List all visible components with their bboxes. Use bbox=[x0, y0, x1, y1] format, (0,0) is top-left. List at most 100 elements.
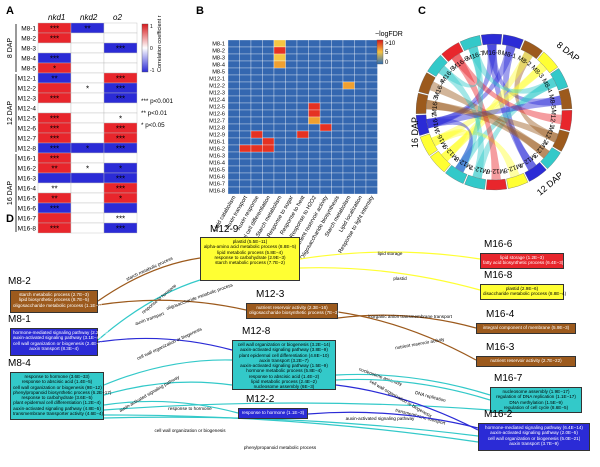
enrich-cell bbox=[365, 81, 378, 90]
corr-cell bbox=[37, 212, 72, 224]
edge-line bbox=[103, 416, 479, 437]
enrich-cell bbox=[342, 144, 355, 153]
chord-segment-M16-8 bbox=[481, 33, 503, 46]
enrich-cell bbox=[239, 81, 252, 90]
enrich-row-label-M8-1: M8-1 bbox=[212, 42, 225, 48]
enrich-cell bbox=[342, 123, 355, 132]
edge-label: inorganic anion transmembrane transport bbox=[368, 314, 453, 319]
node-title-M8-2: M8-2 bbox=[8, 276, 31, 287]
enrich-cell bbox=[342, 179, 355, 188]
go-term: disaccharide metabolic process (8.8E−4) bbox=[483, 291, 567, 297]
enrich-row-label-M16-1: M16-1 bbox=[209, 140, 225, 146]
enrich-cell bbox=[239, 151, 252, 160]
row-label-M12-3: M12-3 bbox=[18, 96, 37, 103]
row-label-M8-5: M8-5 bbox=[21, 66, 36, 73]
edge-label: phenylpropanoid metabolic process bbox=[244, 445, 317, 450]
enrich-cell bbox=[308, 151, 321, 160]
edge-line bbox=[103, 402, 491, 411]
enrich-cell bbox=[250, 158, 263, 167]
node-title-M16-4: M16-4 bbox=[486, 309, 515, 320]
enrich-cell bbox=[239, 53, 252, 62]
enrich-cell bbox=[227, 186, 240, 195]
corr-cell bbox=[103, 222, 138, 234]
enrich-cell bbox=[365, 46, 378, 55]
enrich-cell bbox=[354, 95, 367, 104]
enrich-cell bbox=[285, 158, 298, 167]
enrich-cell bbox=[273, 116, 286, 125]
significance-stars: *** bbox=[50, 225, 59, 234]
enrich-cell bbox=[308, 81, 321, 90]
enrich-cell bbox=[250, 67, 263, 76]
enrich-cell bbox=[331, 165, 344, 174]
chord-label-M16-3: M16-3 bbox=[431, 96, 440, 115]
enrich-cell bbox=[365, 158, 378, 167]
enrich-cell bbox=[365, 67, 378, 76]
significance-stars: *** bbox=[116, 45, 125, 54]
significance-stars: *** bbox=[116, 125, 125, 134]
node-title-M8-1: M8-1 bbox=[8, 314, 31, 325]
enrich-cell bbox=[331, 53, 344, 62]
enrich-cell bbox=[262, 67, 275, 76]
row-label-M8-4: M8-4 bbox=[21, 56, 36, 63]
enrich-cell bbox=[227, 102, 240, 111]
chord-link bbox=[451, 53, 501, 180]
enrich-cell bbox=[262, 130, 275, 139]
module-node-M16-4: integral component of membrane (5.9E−3) bbox=[476, 323, 576, 334]
row-label-M12-6: M12-6 bbox=[18, 126, 37, 133]
module-node-M12-8: cell wall organization or biogenesis (3.… bbox=[232, 340, 336, 390]
enrich-cell bbox=[227, 158, 240, 167]
enrich-cell bbox=[273, 151, 286, 160]
chord-link bbox=[487, 44, 537, 171]
enrich-cell bbox=[239, 60, 252, 69]
enrich-cell bbox=[354, 81, 367, 90]
enrich-row-label-M8-4: M8-4 bbox=[212, 63, 225, 69]
edge-label: cell wall organization or biogenesis bbox=[155, 428, 227, 433]
enrich-cell bbox=[342, 53, 355, 62]
enrich-cell bbox=[331, 95, 344, 104]
enrich-cell bbox=[227, 165, 240, 174]
legend-p001: *** p<0.001 bbox=[141, 98, 174, 105]
go-term: response to carbohydrate (3.6E−5) bbox=[21, 395, 93, 401]
enrich-cell bbox=[308, 186, 321, 195]
go-term: alpha-amino acid metabolic process (8.8E… bbox=[203, 244, 297, 250]
enrich-cell bbox=[296, 165, 309, 174]
module-node-M16-3: nutrient reservoir activity (2.7E−22) bbox=[476, 356, 576, 367]
enrich-cell bbox=[365, 53, 378, 62]
chord-segment-M16-1 bbox=[419, 133, 438, 156]
go-term: lipid metabolic process (5.8E−4) bbox=[217, 249, 283, 255]
enrich-cell bbox=[262, 186, 275, 195]
enrich-cell bbox=[273, 74, 286, 83]
enrich-cell bbox=[285, 67, 298, 76]
enrich-cell bbox=[227, 151, 240, 160]
enrich-cell bbox=[342, 74, 355, 83]
corr-cell bbox=[37, 42, 72, 54]
enrich-cell bbox=[331, 116, 344, 125]
enrich-cell bbox=[262, 116, 275, 125]
enrich-cell bbox=[308, 130, 321, 139]
enrich-cell bbox=[285, 53, 298, 62]
significance-stars: ** bbox=[51, 195, 57, 204]
chord-link bbox=[472, 77, 557, 179]
corr-cell bbox=[70, 32, 105, 44]
chord-label-M12-1: M12-1 bbox=[548, 109, 557, 128]
enrich-cell bbox=[273, 109, 286, 118]
enrich-cell bbox=[285, 130, 298, 139]
go-term: phenylpropanoid biosynthetic process (6.… bbox=[13, 389, 112, 395]
go-term: DNA methylation (1.5E−9) bbox=[509, 399, 563, 405]
node-title-M16-8: M16-8 bbox=[484, 270, 513, 281]
enrich-cell bbox=[250, 60, 263, 69]
enrich-cell bbox=[227, 67, 240, 76]
enrich-cell bbox=[319, 158, 332, 167]
enrich-row-label-M16-2: M16-2 bbox=[209, 147, 225, 153]
corr-cell bbox=[70, 122, 105, 134]
go-term: auxin transport (3.7E−9) bbox=[509, 440, 559, 446]
enrich-cell bbox=[342, 109, 355, 118]
enrich-cell bbox=[296, 179, 309, 188]
go-term: response to abscisic acid (1.4E−5) bbox=[21, 379, 93, 385]
significance-stars: * bbox=[86, 85, 89, 94]
col-header-nkd2: nkd2 bbox=[80, 13, 98, 22]
enrich-cell bbox=[285, 116, 298, 125]
row-label-M8-2: M8-2 bbox=[21, 36, 36, 43]
module-node-M12-3: nutrient reservoir activity (2.3E−16)oli… bbox=[246, 303, 339, 319]
group-label: 16 DAP bbox=[7, 181, 14, 205]
